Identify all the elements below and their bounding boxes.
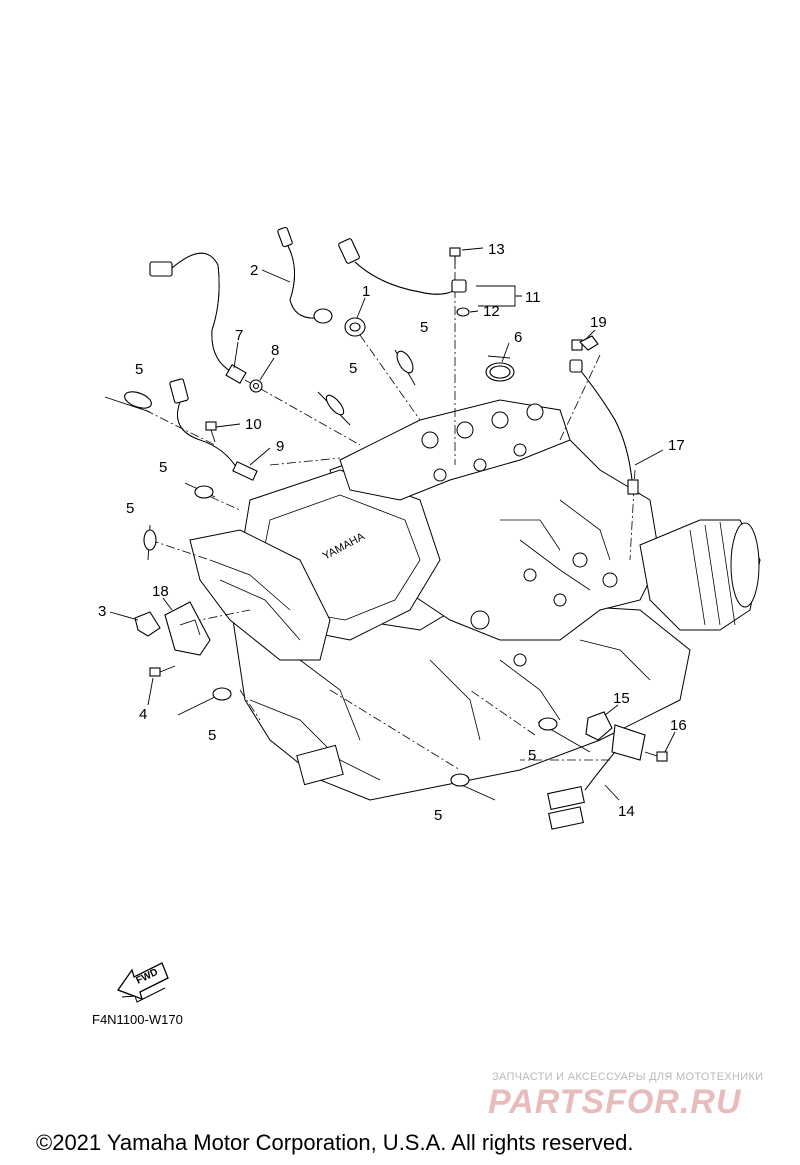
callout-leaders <box>109 247 676 801</box>
part-9-sensor-harness <box>169 378 258 481</box>
callout-1: 1 <box>362 283 370 300</box>
part-14-sensor-harness <box>547 724 646 830</box>
callout-5c: 5 <box>126 500 134 517</box>
part-10-bolt <box>205 421 217 443</box>
callout-5a: 5 <box>135 361 143 378</box>
callout-5b: 5 <box>159 459 167 476</box>
part-5-cable-ties <box>104 349 591 801</box>
watermark-logo: PARTSFOR.RU <box>488 1083 742 1121</box>
callout-6: 6 <box>514 329 522 346</box>
callout-14: 14 <box>618 803 635 820</box>
part-4-bolt <box>149 665 176 677</box>
callout-5f: 5 <box>349 360 357 377</box>
fwd-arrow-icon: FWD <box>116 962 169 1003</box>
callout-4: 4 <box>139 706 147 723</box>
engine-assembly: YAMAHA <box>189 399 761 801</box>
part-15-gasket <box>585 711 613 741</box>
part-11-sensor-harness <box>338 238 467 295</box>
callout-3: 3 <box>98 603 106 620</box>
callout-5d: 5 <box>208 727 216 744</box>
callout-19: 19 <box>590 314 607 331</box>
callout-15: 15 <box>613 690 630 707</box>
callout-11: 11 <box>525 289 541 306</box>
callout-5e: 5 <box>420 319 428 336</box>
diagram-code: F4N1100-W170 <box>92 1012 183 1027</box>
copyright-notice: ©2021 Yamaha Motor Corporation, U.S.A. A… <box>36 1130 634 1155</box>
part-19-sensor <box>579 335 599 351</box>
part-17-harness <box>569 339 639 495</box>
callout-13: 13 <box>488 241 505 258</box>
callout-18: 18 <box>152 583 169 600</box>
callout-5g: 5 <box>434 807 442 824</box>
watermark-tagline: ЗАПЧАСТИ И АКСЕССУАРЫ ДЛЯ МОТОТЕХНИКИ <box>492 1071 764 1083</box>
callout-16: 16 <box>670 717 687 734</box>
part-13-bolt <box>449 247 461 268</box>
part-7-sensor-harness <box>149 252 247 384</box>
callout-17: 17 <box>668 437 685 454</box>
part-6-clamp <box>485 355 515 382</box>
callout-10: 10 <box>245 416 262 433</box>
callout-5h: 5 <box>528 747 536 764</box>
part-2-sensor <box>277 226 333 324</box>
part-12-o-ring <box>456 307 470 317</box>
part-18-bracket <box>164 601 211 656</box>
callout-7: 7 <box>235 327 243 344</box>
callout-9: 9 <box>276 438 284 455</box>
callout-2: 2 <box>250 262 258 279</box>
callout-numbers: 1 2 3 4 5 5 5 5 5 5 5 5 6 7 8 9 10 11 12… <box>98 241 687 824</box>
callout-8: 8 <box>271 342 279 359</box>
callout-12: 12 <box>483 303 500 320</box>
part-1-sensor <box>344 317 366 337</box>
part-3-sensor <box>134 611 161 637</box>
part-16-bolt <box>644 751 668 762</box>
